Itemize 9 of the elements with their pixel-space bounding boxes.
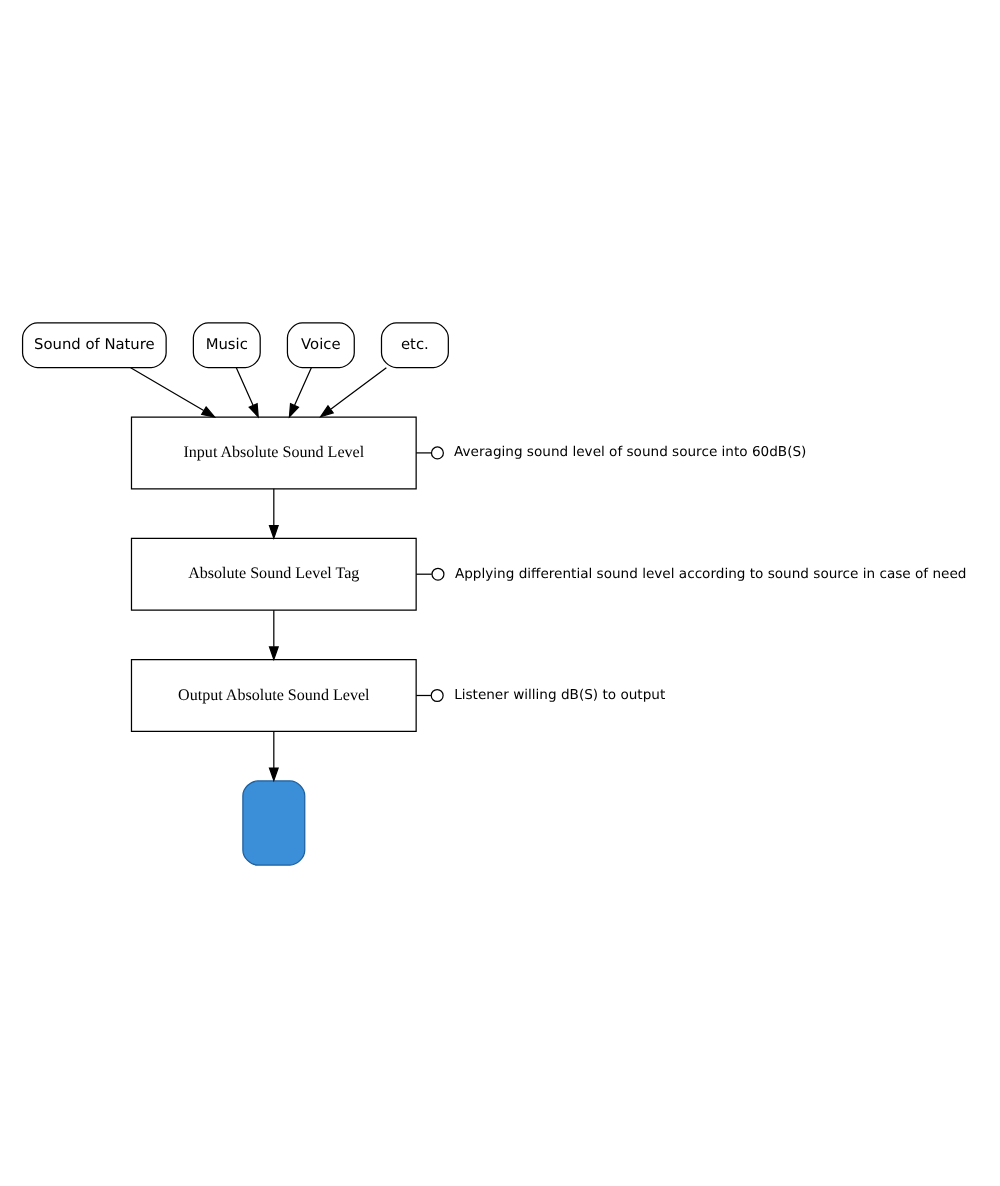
arrow xyxy=(235,366,259,418)
arrow xyxy=(319,366,387,417)
connector xyxy=(415,445,444,459)
node-speaker xyxy=(242,779,306,865)
arrow xyxy=(288,366,312,418)
arrow xyxy=(268,487,280,539)
arrow xyxy=(130,366,217,417)
arrow xyxy=(268,729,280,782)
arrow xyxy=(268,608,280,661)
